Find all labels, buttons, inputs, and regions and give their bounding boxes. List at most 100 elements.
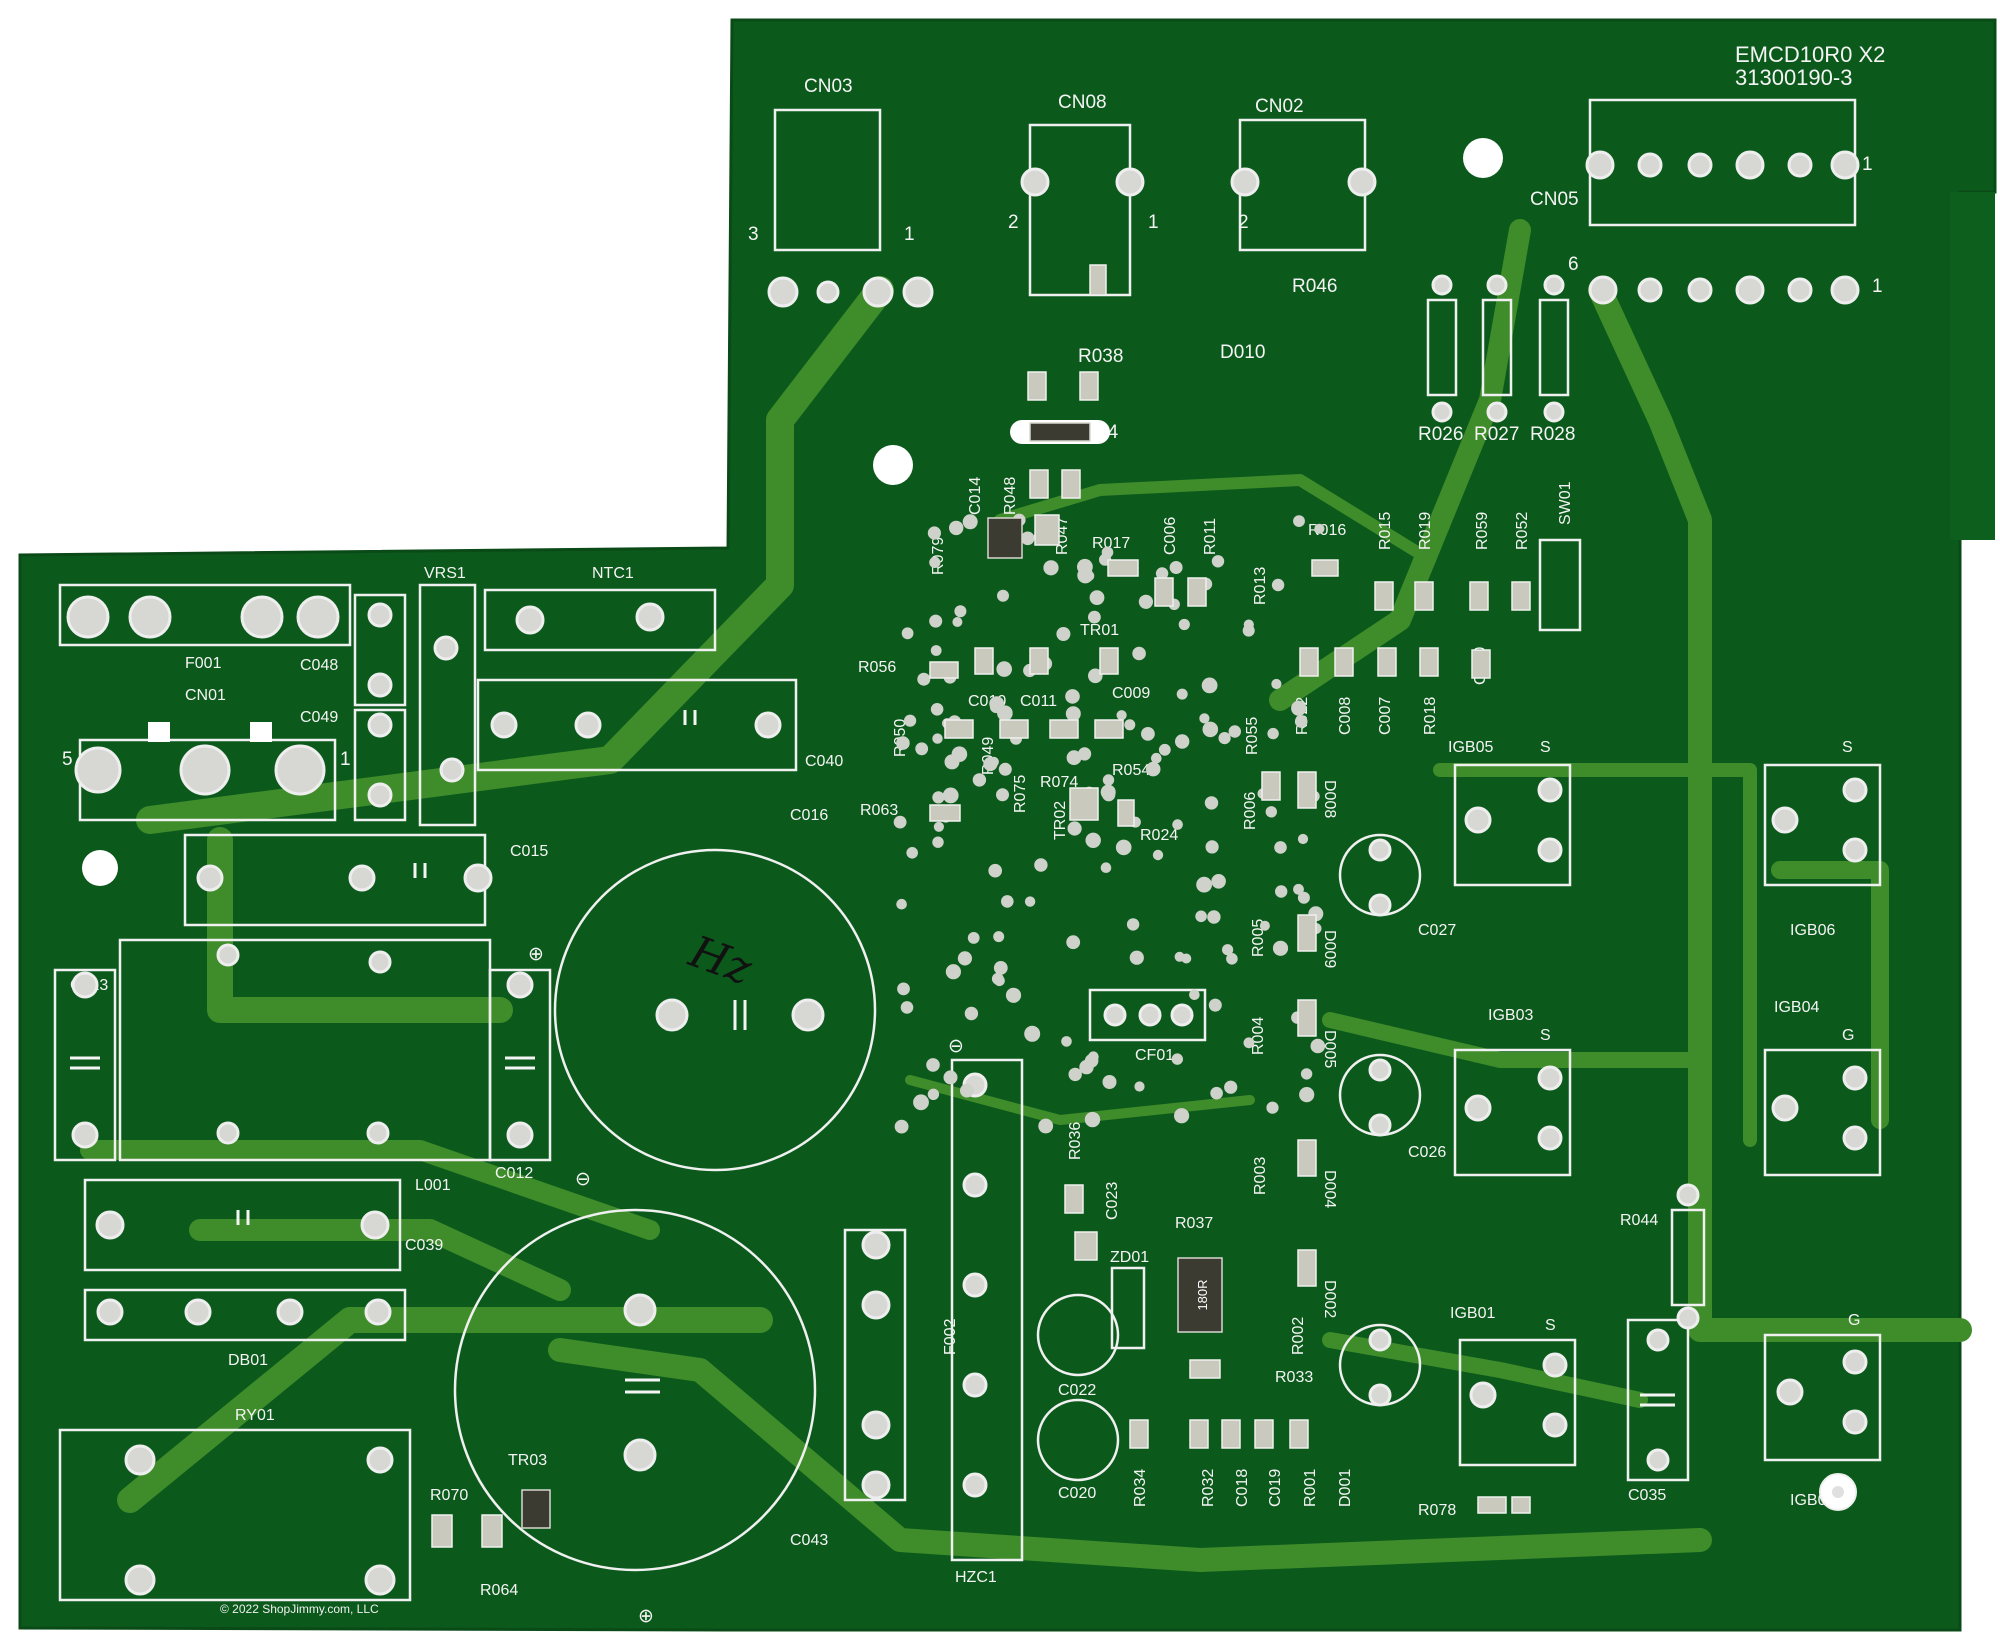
cap-c020	[1036, 1398, 1120, 1482]
label-r003: R003	[1252, 1157, 1269, 1195]
label-c040: C040	[805, 753, 843, 770]
via	[1116, 710, 1127, 721]
via	[1001, 895, 1014, 908]
label-r037: R037	[1175, 1215, 1213, 1232]
via	[1089, 590, 1105, 605]
via	[1210, 1086, 1223, 1100]
via	[1043, 560, 1059, 576]
via	[1205, 840, 1219, 854]
capacitor-c035	[1626, 1318, 1690, 1482]
fuse-f001	[58, 583, 352, 647]
via	[996, 661, 1012, 677]
label-c008: C008	[1337, 697, 1354, 735]
via	[1145, 761, 1161, 777]
label-vrs1: VRS1	[424, 565, 466, 582]
via	[1202, 721, 1219, 738]
via	[932, 836, 944, 848]
label-tr02: TR02	[1052, 801, 1069, 840]
label-igb03: IGB03	[1488, 1007, 1533, 1024]
via	[1300, 1068, 1313, 1080]
label-r079: R079	[930, 537, 947, 575]
via	[1207, 910, 1221, 924]
via	[1005, 987, 1022, 1003]
via	[1065, 689, 1080, 704]
via	[996, 788, 1009, 802]
label-d002: D002	[1321, 1280, 1338, 1318]
label-r001: R001	[1302, 1469, 1319, 1507]
connector-cn03	[773, 108, 882, 252]
via	[933, 821, 945, 832]
via	[1088, 610, 1101, 624]
via	[1132, 646, 1146, 661]
via	[1102, 774, 1115, 786]
via	[1218, 732, 1231, 745]
pin-label: 2	[1008, 212, 1019, 233]
via	[1310, 1038, 1326, 1054]
via	[952, 617, 963, 627]
varistor-vrs1	[418, 583, 477, 827]
via	[993, 961, 1008, 975]
cn01-key-mark	[148, 722, 170, 742]
via	[915, 742, 929, 756]
label-r016: R016	[1308, 522, 1346, 539]
label-igb04: IGB04	[1774, 999, 1819, 1016]
label-r075: R075	[1012, 775, 1029, 813]
igbt-igb04	[1763, 1048, 1882, 1177]
label-sw01: SW01	[1557, 481, 1574, 525]
label-r019: R019	[1417, 512, 1434, 550]
capacitor-hzc1	[950, 1058, 1024, 1562]
label-c009: C009	[1112, 685, 1150, 702]
pin-label: 1	[1148, 212, 1159, 233]
pin-label: S	[1545, 1317, 1556, 1334]
resistor-r044	[1670, 1208, 1706, 1307]
via	[1226, 953, 1238, 965]
via	[1299, 1087, 1315, 1103]
via	[1267, 727, 1279, 740]
via	[1151, 752, 1162, 764]
via	[1124, 719, 1136, 731]
via	[1172, 819, 1183, 830]
label-r063: R063	[860, 802, 898, 819]
via	[997, 705, 1013, 721]
via	[1066, 935, 1081, 950]
via	[1204, 796, 1219, 810]
capacitor-c049	[353, 708, 407, 822]
via	[1228, 725, 1242, 738]
resistor-r027	[1481, 298, 1513, 397]
via	[1056, 627, 1071, 641]
label-c020: C020	[1058, 1485, 1096, 1502]
via	[930, 703, 944, 716]
label-tr01: TR01	[1080, 622, 1119, 639]
via	[1077, 558, 1093, 575]
label-cn03: CN03	[804, 76, 853, 97]
label-d004: D004	[1321, 1170, 1338, 1208]
bridge-db01	[83, 1288, 407, 1342]
electrolytic-cap-c016	[553, 848, 877, 1172]
via	[1243, 1037, 1255, 1049]
label-r017: R017	[1092, 535, 1130, 552]
fuse-f002	[843, 1228, 907, 1502]
via	[1129, 950, 1144, 965]
via	[917, 672, 931, 686]
label-c023: C023	[1104, 1182, 1121, 1220]
via	[913, 1094, 929, 1111]
label-r026: R026	[1418, 424, 1463, 445]
connector-cn08	[1028, 123, 1132, 297]
via	[1259, 920, 1270, 931]
label-f002: F002	[942, 1318, 959, 1355]
via	[1195, 910, 1207, 923]
smd-components: 180R	[431, 264, 1531, 1548]
via	[896, 736, 910, 750]
via	[1189, 989, 1200, 1001]
label-d001: D001	[1337, 1469, 1354, 1507]
via	[894, 1119, 909, 1134]
via	[1175, 734, 1190, 749]
label-r056: R056	[858, 659, 896, 676]
capacitor-c012	[488, 968, 552, 1162]
via	[930, 645, 942, 656]
via	[1201, 677, 1218, 694]
pin-label: 2	[1238, 212, 1249, 233]
label-c007: C007	[1377, 697, 1394, 735]
label-c026: C026	[1408, 1144, 1446, 1161]
label-d005: D005	[1321, 1030, 1338, 1068]
